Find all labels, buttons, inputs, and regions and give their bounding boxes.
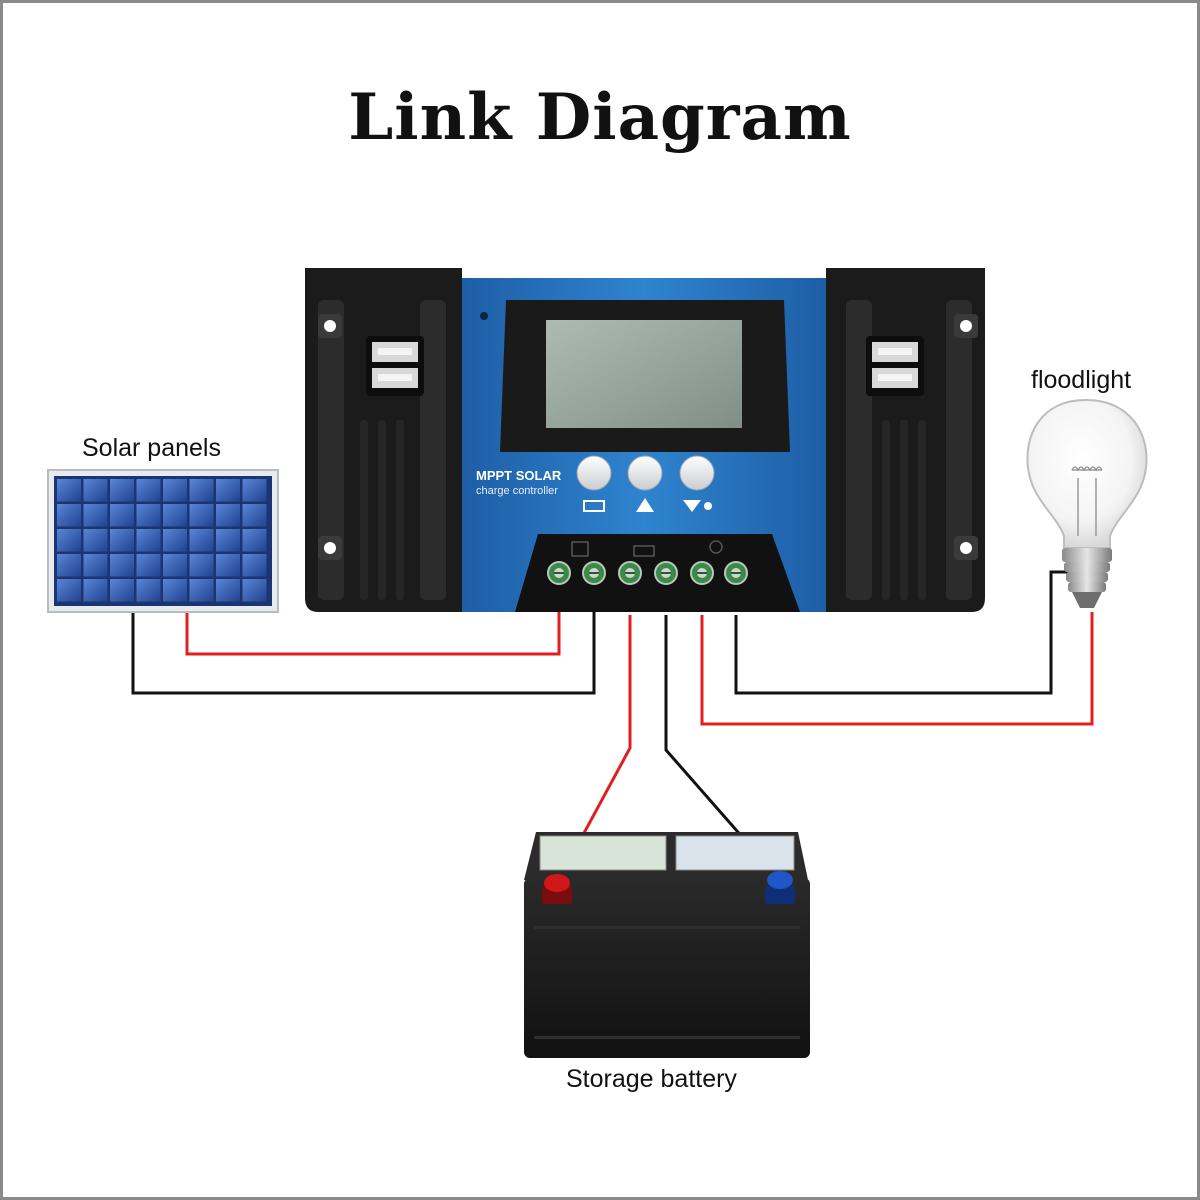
load-setting-button[interactable] bbox=[679, 455, 715, 512]
terminal-screws bbox=[547, 561, 748, 585]
battery-mode-button[interactable] bbox=[576, 455, 612, 512]
solar-panels-label: Solar panels bbox=[82, 434, 221, 462]
solar-cell bbox=[110, 579, 134, 602]
solar-cell bbox=[83, 554, 108, 577]
solar-cell bbox=[216, 529, 240, 552]
storage-battery-label: Storage battery bbox=[566, 1065, 737, 1093]
terminal-solar-positive bbox=[547, 561, 571, 585]
solar-cell bbox=[136, 554, 161, 577]
up-button[interactable] bbox=[627, 455, 663, 512]
solar-cell bbox=[163, 479, 187, 502]
solar-negative-wire bbox=[131, 612, 596, 695]
load-negative-wire bbox=[734, 570, 1077, 695]
bulb-icon bbox=[704, 502, 712, 510]
lcd-screen bbox=[546, 320, 742, 428]
solar-cell bbox=[110, 479, 134, 502]
solar-cell bbox=[242, 529, 267, 552]
battery-positive-post bbox=[542, 874, 572, 904]
terminal-load-positive bbox=[690, 561, 714, 585]
solar-cell bbox=[136, 579, 161, 602]
brand-line1: MPPT SOLAR bbox=[476, 468, 562, 483]
solar-cell bbox=[189, 579, 214, 602]
solar-cell bbox=[163, 504, 187, 527]
solar-cell bbox=[57, 504, 81, 527]
storage-battery bbox=[524, 832, 810, 1058]
solar-panel bbox=[47, 469, 279, 613]
solar-cell bbox=[83, 529, 108, 552]
solar-cell bbox=[163, 529, 187, 552]
solar-cell bbox=[189, 479, 214, 502]
solar-cell bbox=[216, 479, 240, 502]
solar-cell bbox=[136, 529, 161, 552]
brand-line2: charge controller bbox=[476, 485, 558, 497]
load-terminal-icon bbox=[709, 540, 723, 554]
battery-terminal-icon bbox=[633, 545, 655, 557]
solar-cell bbox=[110, 554, 134, 577]
solar-cell bbox=[216, 504, 240, 527]
status-led bbox=[480, 312, 488, 320]
charge-controller: MPPT SOLAR charge controller bbox=[305, 268, 985, 612]
solar-cell bbox=[189, 529, 214, 552]
down-arrow-icon bbox=[683, 500, 701, 512]
battery-sticker-right bbox=[675, 835, 795, 871]
solar-cell bbox=[163, 579, 187, 602]
solar-cells bbox=[57, 479, 267, 602]
floodlight-bulb bbox=[1026, 398, 1148, 608]
solar-cell bbox=[110, 504, 134, 527]
solar-cell bbox=[136, 479, 161, 502]
floodlight-label: floodlight bbox=[1031, 366, 1132, 394]
terminal-battery-negative bbox=[654, 561, 678, 585]
solar-cell bbox=[242, 579, 267, 602]
solar-cell bbox=[110, 529, 134, 552]
solar-cell bbox=[242, 479, 267, 502]
terminal-battery-positive bbox=[618, 561, 642, 585]
solar-positive-wire bbox=[185, 612, 561, 656]
battery-sticker-left bbox=[539, 835, 667, 871]
terminal-load-negative bbox=[724, 561, 748, 585]
solar-cell bbox=[242, 504, 267, 527]
diagram-title: Link Diagram bbox=[348, 80, 852, 155]
solar-cell bbox=[242, 554, 267, 577]
terminal-solar-negative bbox=[582, 561, 606, 585]
battery-icon bbox=[583, 500, 605, 512]
solar-cell bbox=[189, 504, 214, 527]
usb-ports-left bbox=[366, 336, 424, 396]
battery-negative-post bbox=[765, 871, 795, 904]
solar-cell bbox=[163, 554, 187, 577]
solar-cell bbox=[57, 479, 81, 502]
solar-cell bbox=[57, 554, 81, 577]
usb-ports-right bbox=[866, 336, 924, 396]
solar-cell bbox=[189, 554, 214, 577]
solar-cell bbox=[57, 579, 81, 602]
mounting-holes bbox=[318, 314, 978, 560]
solar-cell bbox=[83, 579, 108, 602]
solar-cell bbox=[83, 479, 108, 502]
solar-cell bbox=[57, 529, 81, 552]
load-positive-wire bbox=[700, 612, 1094, 726]
solar-cell bbox=[83, 504, 108, 527]
solar-cell bbox=[216, 554, 240, 577]
solar-cell bbox=[216, 579, 240, 602]
up-arrow-icon bbox=[636, 498, 654, 512]
solar-cell bbox=[136, 504, 161, 527]
solar-terminal-icon bbox=[571, 541, 589, 557]
